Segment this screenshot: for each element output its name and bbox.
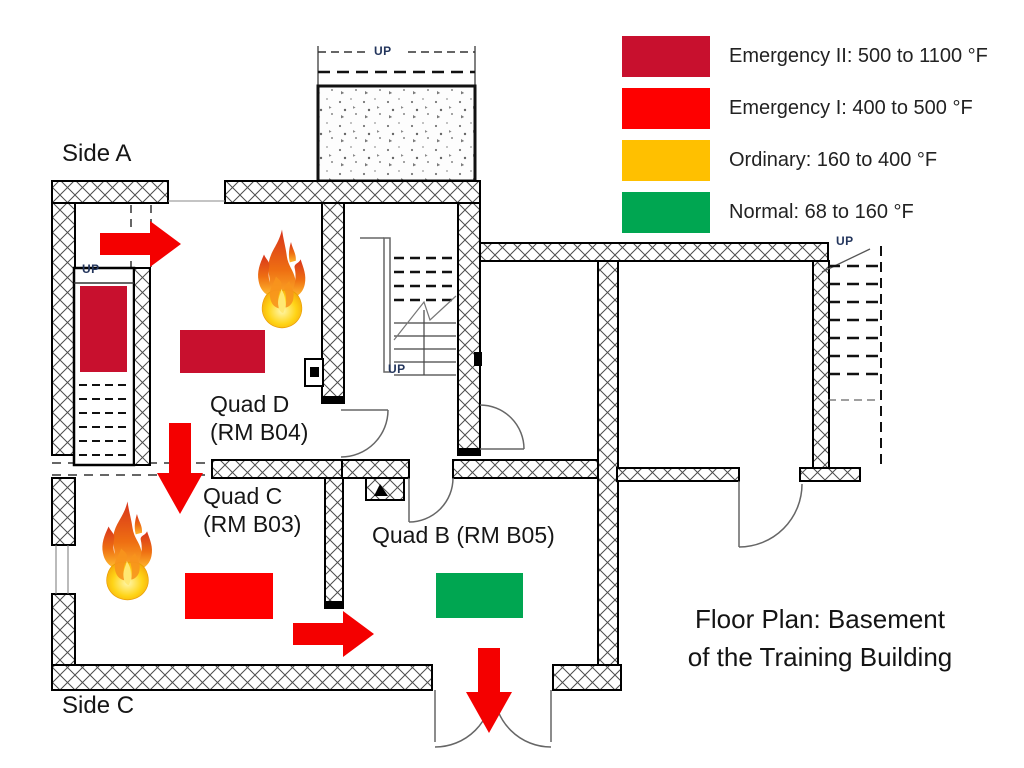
label-quad-d: Quad D (RM B04): [210, 390, 308, 446]
zone-rect-quad-b-normal: [436, 573, 523, 618]
arrow-right-quad-c-to-b: [293, 611, 374, 657]
label-quad-b: Quad B (RM B05): [372, 522, 555, 548]
walls: [51, 180, 861, 691]
plan-title-line2: of the Training Building: [687, 642, 953, 672]
legend: Emergency II: 500 to 1100 °F Emergency I…: [622, 36, 988, 244]
arrow-right-quad-d: [100, 221, 181, 267]
legend-swatch-ordinary: [622, 140, 710, 181]
legend-swatch-normal: [622, 192, 710, 233]
plan-title: Floor Plan: Basement of the Training Bui…: [655, 600, 985, 676]
doors: [340, 404, 803, 748]
label-up-stair-center: UP: [388, 362, 406, 376]
legend-row-emergency2: Emergency II: 500 to 1100 °F: [622, 36, 988, 77]
fire-icon-quad-d: [257, 229, 306, 329]
legend-row-ordinary: Ordinary: 160 to 400 °F: [622, 140, 988, 181]
zone-rect-stairwell-emergency2: [80, 286, 127, 372]
stair-center: [360, 237, 457, 376]
ramp-up-top: [317, 46, 476, 86]
fire-icon-quad-c: [101, 501, 153, 601]
legend-swatch-emergency1: [622, 88, 710, 129]
label-side-c: Side C: [62, 692, 135, 719]
legend-swatch-emergency2: [622, 36, 710, 77]
arrow-down-quad-d-to-c: [157, 423, 203, 514]
stair-right: [821, 246, 882, 468]
wall-end-caps: [322, 352, 482, 608]
legend-label-emergency2: Emergency II: 500 to 1100 °F: [729, 45, 988, 67]
label-side-a: Side A: [62, 140, 132, 167]
label-quad-c-room: (RM B03): [203, 511, 302, 537]
label-quad-c: Quad C (RM B03): [203, 482, 301, 538]
arrow-down-exit: [466, 648, 512, 733]
closet-door-mark: [374, 484, 388, 496]
legend-label-emergency1: Emergency I: 400 to 500 °F: [729, 97, 973, 119]
legend-label-ordinary: Ordinary: 160 to 400 °F: [729, 149, 938, 171]
zone-rect-quad-d-emergency2: [180, 330, 265, 373]
label-up-stair-right: UP: [836, 234, 854, 248]
legend-row-normal: Normal: 68 to 160 °F: [622, 192, 988, 233]
label-quad-c-name: Quad C: [203, 483, 283, 509]
plan-title-line1: Floor Plan: Basement: [694, 604, 945, 634]
label-up-ramp: UP: [374, 44, 392, 58]
concrete-pad: [316, 84, 477, 183]
legend-label-normal: Normal: 68 to 160 °F: [729, 201, 914, 223]
legend-row-emergency1: Emergency I: 400 to 500 °F: [622, 88, 988, 129]
label-up-stair-left: UP: [82, 262, 100, 276]
label-quad-d-name: Quad D: [210, 391, 290, 417]
zone-rect-quad-c-emergency1: [185, 573, 273, 619]
label-quad-d-room: (RM B04): [210, 419, 309, 445]
wall-box: [304, 358, 324, 387]
